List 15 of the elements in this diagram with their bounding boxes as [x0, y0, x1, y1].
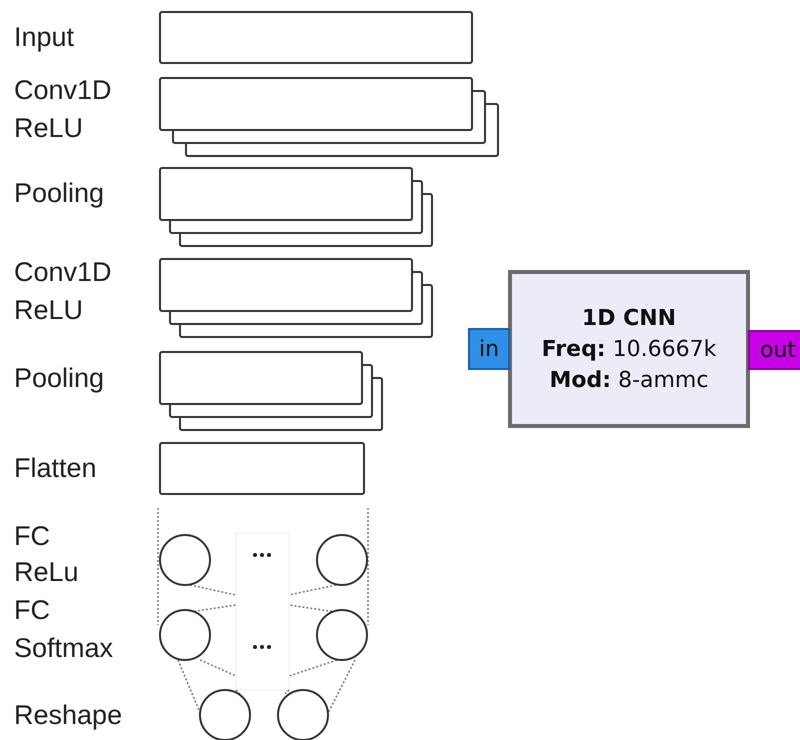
- layer-label: Input: [14, 21, 76, 54]
- block-title: 1D CNN: [582, 306, 676, 330]
- layer-label: Pooling: [14, 362, 106, 395]
- parameter-text: Mod: 8-ammc: [550, 368, 708, 392]
- layer-label: Conv1D ReLU: [14, 256, 113, 327]
- processing-block: [508, 270, 750, 428]
- layer-label: FC Softmax: [14, 594, 114, 665]
- layer-label: FC ReLu: [14, 520, 80, 589]
- port-tab: out: [748, 330, 800, 370]
- parameter-text: Freq: 10.6667k: [542, 336, 716, 362]
- port-tab: in: [468, 328, 510, 370]
- layer-label: Conv1D ReLU: [14, 74, 113, 145]
- layer-label: Reshape: [14, 699, 124, 732]
- layer-label: Pooling: [14, 177, 106, 210]
- layer-label: Flatten: [14, 452, 98, 485]
